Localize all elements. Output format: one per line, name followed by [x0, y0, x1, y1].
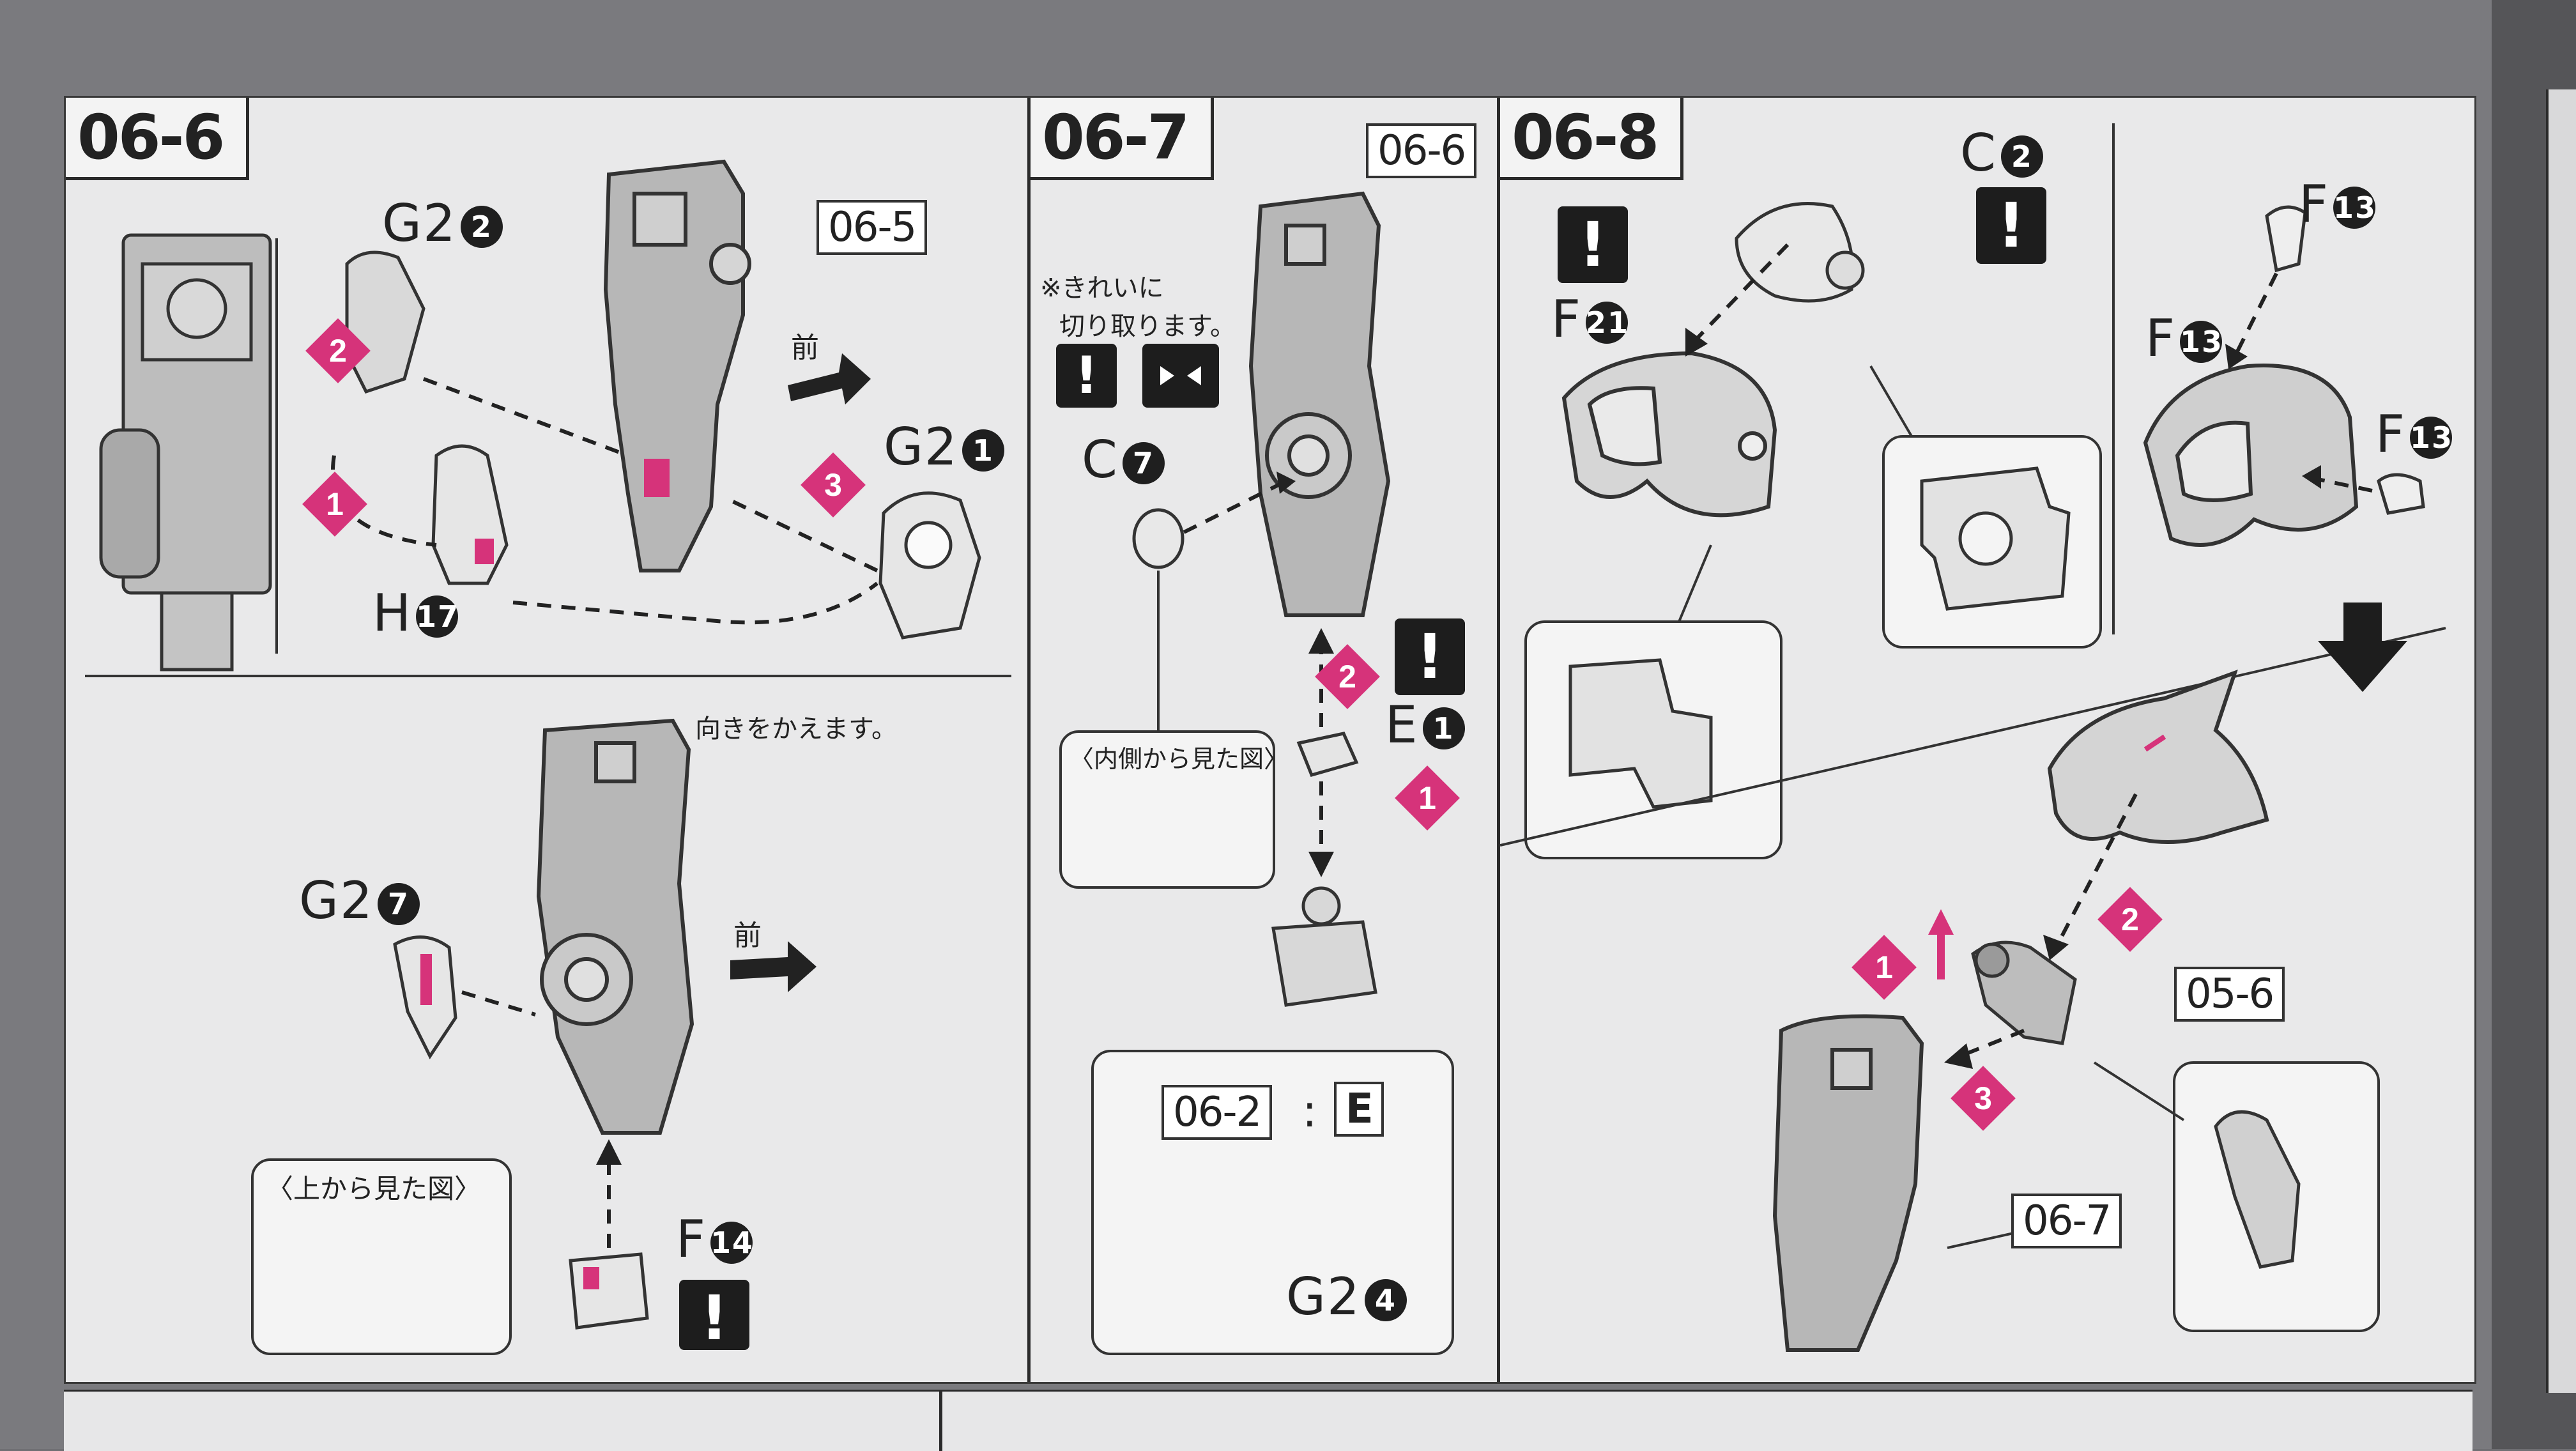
clean-cut-note-line2: 切り取ります。 [1059, 312, 1236, 341]
part-number-badge: 2 [460, 206, 503, 249]
part-runner: F [676, 1209, 707, 1269]
reference-06-7: 06-7 [2011, 1194, 2122, 1248]
part-runner: E [1385, 695, 1419, 755]
part-runner: C [1960, 123, 1997, 183]
section-divider [939, 1392, 942, 1451]
caution-icon: ! [1976, 187, 2046, 264]
part-runner: C [1082, 430, 1119, 489]
reference-06-5: 06-5 [816, 200, 928, 255]
next-section-strip [64, 1390, 2472, 1451]
front-label: 前 [791, 332, 819, 364]
colon-separator: : [1302, 1085, 1317, 1137]
step-number-06-7: 06-7 [1031, 98, 1215, 180]
order-marker-1: 1 [302, 472, 367, 537]
reference-06-6: 06-6 [1366, 123, 1477, 178]
part-runner: F [2299, 174, 2330, 234]
inside-view-callout: 〈内側から見た図〉 [1059, 730, 1288, 889]
part-runner: G2 [382, 194, 457, 253]
part-number-badge: 14 [710, 1222, 753, 1264]
inside-view-title: 〈内側から見た図〉 [1070, 745, 1289, 773]
part-number-badge: 13 [2333, 187, 2375, 229]
part-number-badge: 1 [1422, 707, 1465, 750]
part-number-badge: 13 [2410, 417, 2452, 459]
caution-icon: ! [1558, 206, 1628, 283]
reference-05-6: 05-6 [2174, 967, 2285, 1022]
turn-around-note: 向きをかえます。 [695, 714, 897, 744]
part-number-badge: 7 [1122, 442, 1165, 485]
part-number-badge: 21 [1586, 302, 1628, 344]
next-page-edge [2546, 89, 2576, 1393]
clean-cut-note: ※きれいに [1040, 273, 1164, 303]
part-runner: F [2145, 309, 2177, 368]
order-marker-1: 1 [1395, 765, 1460, 831]
part-runner: G2 [884, 417, 958, 477]
front-label: 前 [733, 919, 762, 952]
part-number-badge: 17 [416, 595, 458, 638]
order-marker-3: 3 [801, 452, 866, 518]
part-runner: F [2375, 404, 2407, 464]
part-runner: G2 [299, 871, 374, 930]
reference-06-2: 06-2 [1162, 1085, 1273, 1140]
runner-e-box: E [1334, 1082, 1384, 1137]
order-marker-2: 2 [305, 318, 371, 383]
down-arrow-icon [2318, 603, 2407, 692]
caution-icon: ! [1056, 344, 1117, 408]
part-number-badge: 13 [2180, 321, 2222, 364]
caution-icon: ! [679, 1280, 749, 1354]
caution-icon: ! [1395, 618, 1465, 695]
order-marker-2: 2 [2097, 887, 2163, 952]
order-marker-1: 1 [1851, 935, 1917, 1000]
part-runner: F [1551, 289, 1583, 349]
step-06-8-illustration [1500, 123, 2446, 1352]
part-number-badge: 1 [962, 429, 1004, 472]
part-runner: G2 [1286, 1267, 1361, 1326]
part-number-badge: 7 [377, 883, 420, 926]
order-marker-3: 3 [1951, 1066, 2016, 1131]
top-view-title: 〈上から見た図〉 [266, 1173, 482, 1204]
step-number-06-6: 06-6 [66, 98, 250, 180]
part-runner: H [372, 583, 413, 643]
cut-icon [1142, 344, 1219, 408]
part-number-badge: 2 [2000, 135, 2043, 178]
part-number-badge: 4 [1364, 1279, 1407, 1322]
front-arrow-icon [730, 353, 871, 992]
step-number-06-8: 06-8 [1500, 98, 1684, 180]
order-marker-2: 2 [1315, 644, 1380, 709]
top-view-callout: 〈上から見た図〉 [251, 1158, 512, 1355]
